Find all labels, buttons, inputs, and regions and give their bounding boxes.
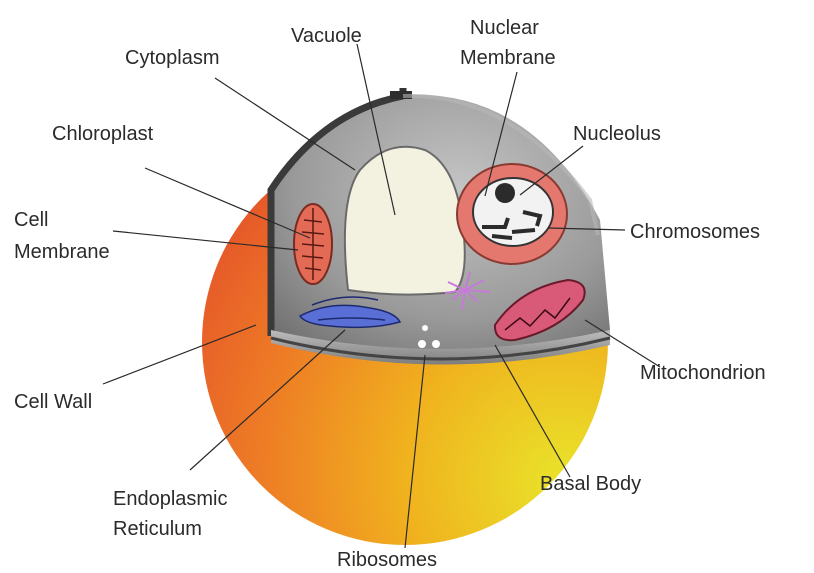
label-vacuole: Vacuole (291, 25, 362, 47)
label-mitochondrion: Mitochondrion (640, 362, 766, 384)
ribosome (418, 340, 426, 348)
label-endoplasmic-reticulum-2: Reticulum (113, 518, 202, 540)
label-nucleolus: Nucleolus (573, 123, 661, 145)
label-cytoplasm: Cytoplasm (125, 47, 219, 69)
label-chloroplast: Chloroplast (52, 123, 154, 145)
label-chromosomes: Chromosomes (630, 221, 760, 243)
ribosome (432, 340, 440, 348)
label-nuclear-membrane-1: Nuclear (470, 17, 539, 39)
nucleolus (495, 183, 515, 203)
ribosome (422, 325, 428, 331)
label-cell-membrane-1: Cell (14, 209, 48, 231)
label-cell-wall: Cell Wall (14, 391, 92, 413)
label-basal-body: Basal Body (540, 473, 641, 495)
label-endoplasmic-reticulum-1: Endoplasmic (113, 488, 228, 510)
label-nuclear-membrane-2: Membrane (460, 47, 556, 69)
vacuole (345, 147, 465, 295)
label-ribosomes: Ribosomes (337, 549, 437, 571)
label-cell-membrane-2: Membrane (14, 241, 110, 263)
